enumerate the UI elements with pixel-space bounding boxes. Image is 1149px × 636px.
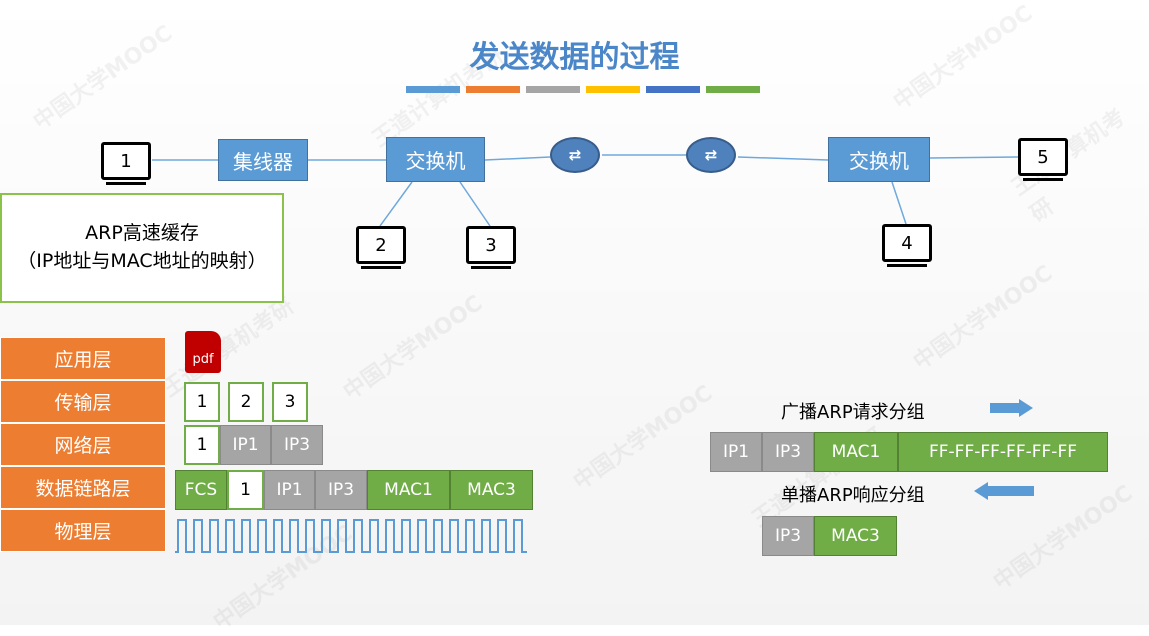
arp-reply-mac: MAC3 — [814, 516, 897, 556]
link-switch-pc4 — [891, 181, 907, 225]
packet-src-ip: IP1 — [220, 425, 271, 465]
monitor-icon: 3 — [466, 226, 516, 264]
arp-cache-subtitle: （IP地址与MAC地址的映射） — [17, 250, 267, 272]
link-switch-pc2 — [379, 181, 413, 227]
link-switch-pc5 — [929, 156, 1019, 159]
router-icon[interactable]: ⇄ — [550, 137, 600, 173]
frame-fcs: FCS — [175, 470, 227, 510]
monitor-icon: 2 — [356, 226, 406, 264]
switch-left-node[interactable]: 交换机 — [386, 137, 485, 182]
title-color-bar — [586, 86, 640, 93]
packet-dst-ip: IP3 — [271, 425, 323, 465]
frame-src-mac: MAC1 — [367, 470, 450, 510]
packet-payload: 1 — [184, 425, 220, 465]
link-switch-pc3 — [459, 181, 491, 227]
frame-payload: 1 — [227, 470, 264, 510]
monitor-icon: 4 — [882, 224, 932, 262]
pc-2[interactable]: 2 — [356, 226, 406, 269]
hub-node[interactable]: 集线器 — [218, 139, 308, 181]
monitor-icon: 1 — [101, 142, 151, 180]
segment-2: 2 — [228, 382, 264, 422]
arp-cache-title: ARP高速缓存 — [85, 222, 199, 245]
arp-req-src-mac: MAC1 — [814, 432, 898, 472]
monitor-icon: 5 — [1018, 138, 1068, 176]
signal-waveform — [175, 519, 527, 553]
unicast-label: 单播ARP响应分组 — [781, 485, 925, 506]
title-color-bar — [406, 86, 460, 93]
layer-physical: 物理层 — [0, 509, 166, 552]
link-router2-switch — [737, 156, 829, 161]
layer-transport: 传输层 — [0, 380, 166, 423]
title-color-bar — [466, 86, 520, 93]
title-color-bar — [646, 86, 700, 93]
arp-req-broadcast-mac: FF-FF-FF-FF-FF-FF — [898, 432, 1108, 472]
title-color-bar — [706, 86, 760, 93]
segment-3: 3 — [272, 382, 308, 422]
frame-dst-mac: MAC3 — [450, 470, 533, 510]
page-title: 发送数据的过程 — [469, 40, 680, 75]
arrow-right-icon — [990, 399, 1034, 417]
title-color-bar — [526, 86, 580, 93]
pdf-icon[interactable]: pdf — [185, 331, 221, 373]
arp-req-src-ip: IP1 — [710, 432, 762, 472]
frame-src-ip: IP1 — [264, 470, 315, 510]
pc-5[interactable]: 5 — [1018, 138, 1068, 181]
switch-right-node[interactable]: 交换机 — [828, 137, 930, 182]
broadcast-label: 广播ARP请求分组 — [781, 402, 925, 423]
segment-1: 1 — [184, 382, 220, 422]
layer-network: 网络层 — [0, 423, 166, 466]
pc-1[interactable]: 1 — [101, 142, 151, 185]
layer-datalink: 数据链路层 — [0, 466, 166, 509]
arp-cache-box: ARP高速缓存 （IP地址与MAC地址的映射） — [0, 193, 284, 303]
pc-4[interactable]: 4 — [882, 224, 932, 267]
arp-reply-ip: IP3 — [762, 516, 814, 556]
layer-application: 应用层 — [0, 337, 166, 380]
frame-dst-ip: IP3 — [315, 470, 367, 510]
arp-req-dst-ip: IP3 — [762, 432, 814, 472]
arrow-left-icon — [974, 482, 1034, 500]
pc-3[interactable]: 3 — [466, 226, 516, 269]
router-icon[interactable]: ⇄ — [686, 137, 736, 173]
link-switch-router1 — [484, 156, 551, 161]
